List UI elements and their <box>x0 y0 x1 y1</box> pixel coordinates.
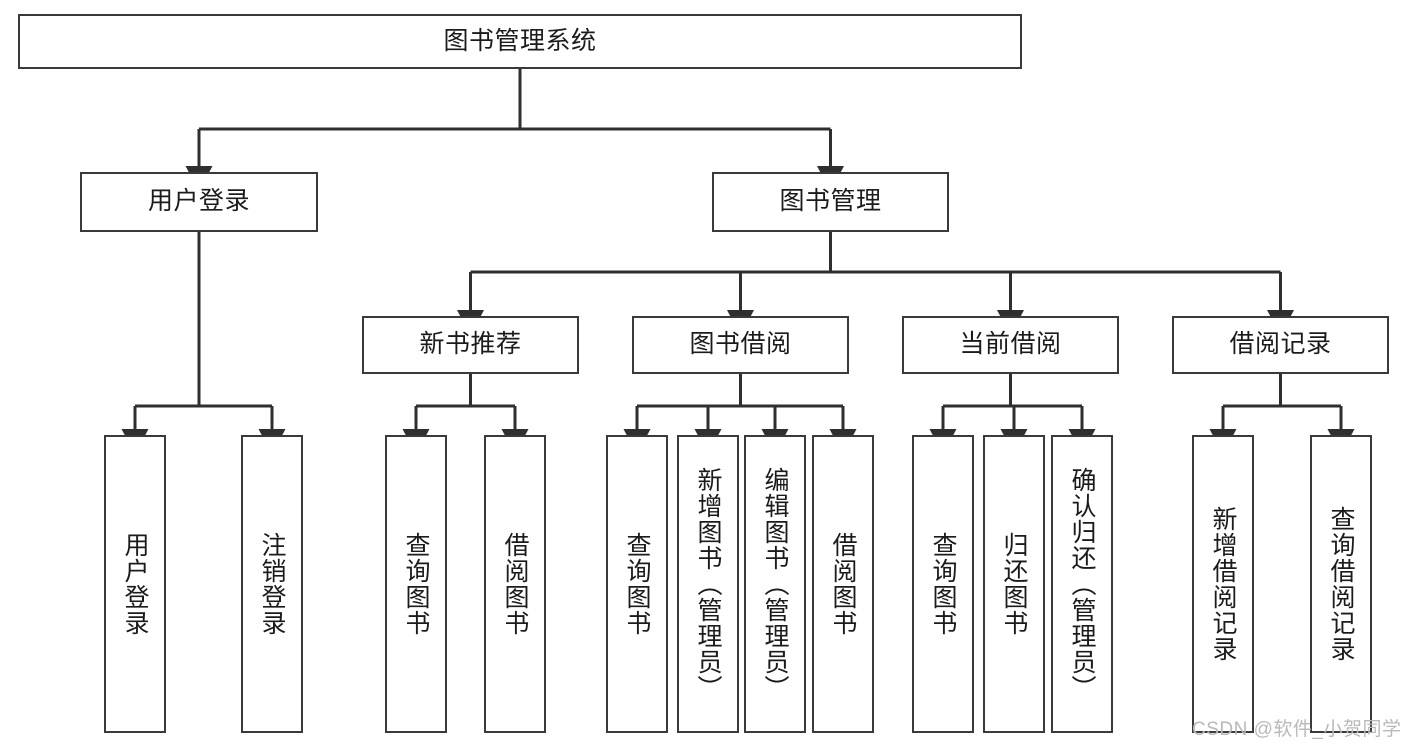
node-label: 新书推荐 <box>419 330 522 359</box>
leaf-edit-book[interactable]: 编辑图书（管理员） <box>744 435 806 733</box>
node-user-login[interactable]: 用户登录 <box>80 172 318 232</box>
leaf-query-record[interactable]: 查询借阅记录 <box>1310 435 1372 733</box>
node-new-book-recommend[interactable]: 新书推荐 <box>362 316 579 374</box>
csdn-watermark: CSDN @软件_小贺同学 <box>1192 719 1402 740</box>
node-root[interactable]: 图书管理系统 <box>18 14 1022 69</box>
leaf-add-book[interactable]: 新增图书（管理员） <box>677 435 739 733</box>
leaf-add-record[interactable]: 新增借阅记录 <box>1192 435 1254 733</box>
node-label: 图书借阅 <box>689 330 792 359</box>
leaf-query-book-2[interactable]: 查询图书 <box>606 435 668 733</box>
node-label: 查询图书 <box>623 532 651 636</box>
node-label: 新增借阅记录 <box>1209 506 1237 662</box>
node-label: 借阅图书 <box>501 532 529 636</box>
node-label: 新增图书（管理员） <box>694 467 722 701</box>
node-label: 编辑图书（管理员） <box>761 467 789 701</box>
node-label: 注销登录 <box>258 532 286 636</box>
node-label: 归还图书 <box>1000 532 1028 636</box>
leaf-query-book-1[interactable]: 查询图书 <box>385 435 447 733</box>
leaf-borrow-book-2[interactable]: 借阅图书 <box>812 435 874 733</box>
node-book-manage[interactable]: 图书管理 <box>712 172 949 232</box>
node-label: 用户登录 <box>121 532 149 636</box>
node-label: 查询图书 <box>929 532 957 636</box>
node-label: 图书管理系统 <box>443 26 597 55</box>
node-current-borrow[interactable]: 当前借阅 <box>902 316 1119 374</box>
leaf-logout[interactable]: 注销登录 <box>241 435 303 733</box>
node-book-borrow[interactable]: 图书借阅 <box>632 316 849 374</box>
leaf-return-book[interactable]: 归还图书 <box>983 435 1045 733</box>
node-label: 用户登录 <box>147 187 250 216</box>
node-label: 借阅记录 <box>1229 330 1332 359</box>
leaf-confirm-return[interactable]: 确认归还（管理员） <box>1051 435 1113 733</box>
node-borrow-record[interactable]: 借阅记录 <box>1172 316 1389 374</box>
leaf-borrow-book-1[interactable]: 借阅图书 <box>484 435 546 733</box>
node-label: 确认归还（管理员） <box>1068 467 1096 701</box>
node-label: 图书管理 <box>779 187 882 216</box>
leaf-user-login[interactable]: 用户登录 <box>104 435 166 733</box>
node-label: 查询图书 <box>402 532 430 636</box>
node-label: 借阅图书 <box>829 532 857 636</box>
node-label: 查询借阅记录 <box>1327 506 1355 662</box>
leaf-query-book-3[interactable]: 查询图书 <box>912 435 974 733</box>
node-label: 当前借阅 <box>959 330 1062 359</box>
